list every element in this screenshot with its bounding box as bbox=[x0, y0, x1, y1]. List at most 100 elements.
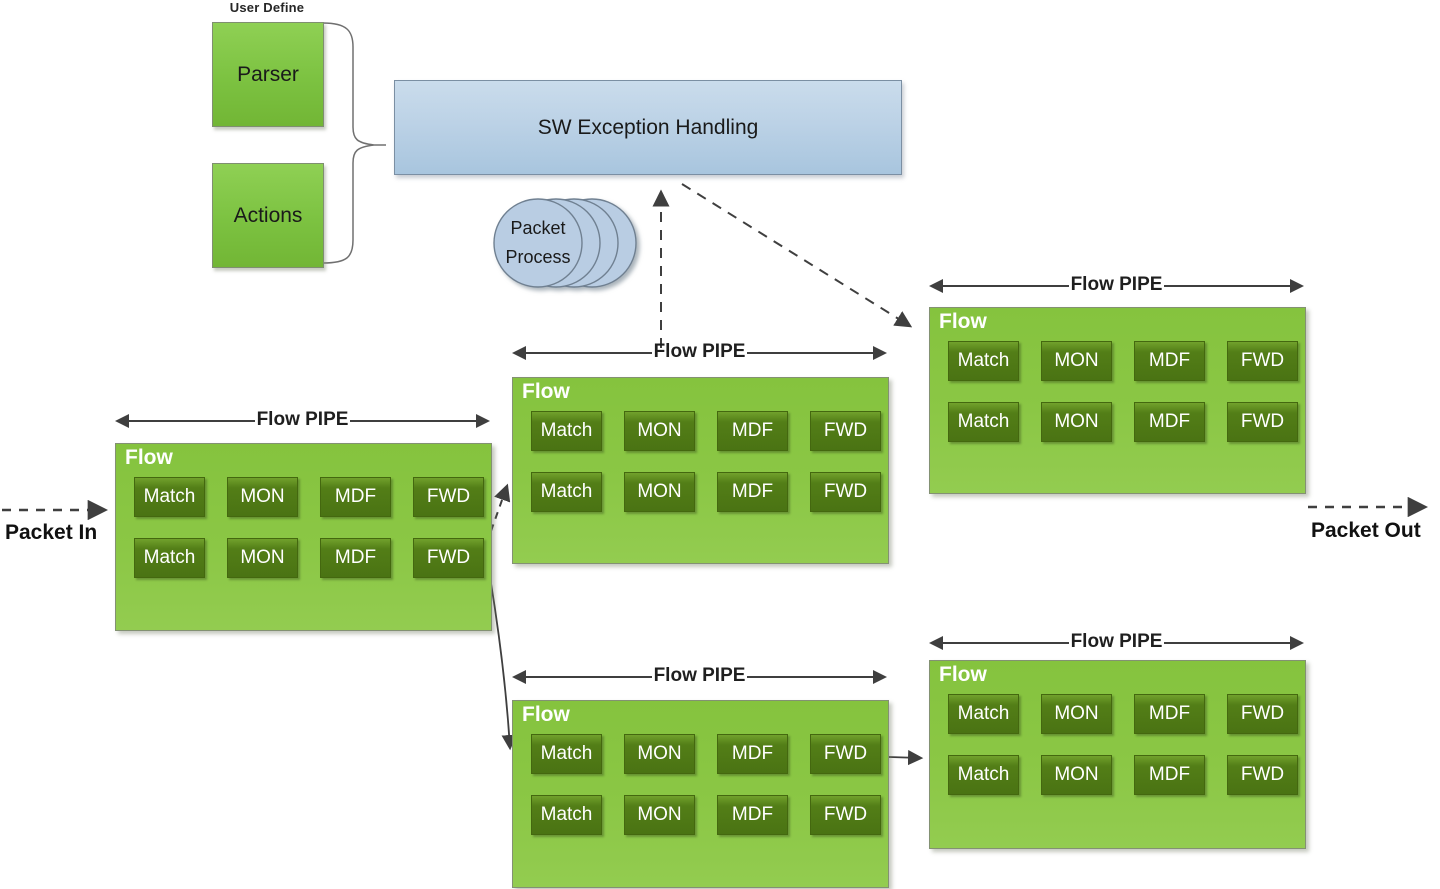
arrowhead-right-icon bbox=[873, 670, 888, 684]
stage-match: Match bbox=[134, 538, 205, 578]
stage-match: Match bbox=[531, 411, 602, 451]
packet-in-label: Packet In bbox=[5, 521, 98, 544]
stage-mdf: MDF bbox=[1134, 402, 1205, 442]
stage-mdf: MDF bbox=[320, 538, 391, 578]
header-line bbox=[129, 420, 255, 422]
stage-fwd: FWD bbox=[810, 795, 881, 835]
flow-pipe-header-mid-bottom: Flow PIPE bbox=[512, 665, 888, 688]
flow-label: Flow bbox=[939, 663, 987, 686]
stage-mdf: MDF bbox=[717, 734, 788, 774]
flow-label: Flow bbox=[939, 310, 987, 333]
arrowhead-left-icon bbox=[512, 670, 526, 684]
stage-row: Match MON MDF FWD bbox=[134, 538, 484, 578]
packet-process-line1: Packet bbox=[510, 218, 566, 238]
stage-mon: MON bbox=[624, 472, 695, 512]
stage-mon: MON bbox=[624, 411, 695, 451]
stage-match: Match bbox=[948, 694, 1019, 734]
stage-fwd: FWD bbox=[413, 538, 484, 578]
stage-row: Match MON MDF FWD bbox=[948, 694, 1298, 734]
header-line bbox=[943, 642, 1069, 644]
header-line bbox=[526, 676, 652, 678]
stage-mdf: MDF bbox=[717, 411, 788, 451]
arrowhead-left-icon bbox=[929, 279, 943, 293]
stage-match: Match bbox=[531, 472, 602, 512]
flow-pipe-header-right-bottom: Flow PIPE bbox=[929, 631, 1305, 654]
brace bbox=[322, 22, 386, 264]
flow-pipe-box-right-top: Flow Match MON MDF FWD Match MON MDF FWD bbox=[929, 307, 1306, 494]
actions-label: Actions bbox=[233, 203, 303, 227]
header-line bbox=[1164, 642, 1291, 644]
packet-process-stack bbox=[493, 198, 637, 288]
stage-mon: MON bbox=[1041, 341, 1112, 381]
header-line bbox=[1164, 285, 1291, 287]
stage-mdf: MDF bbox=[320, 477, 391, 517]
stage-mon: MON bbox=[624, 795, 695, 835]
sw-exception-label: SW Exception Handling bbox=[537, 115, 759, 139]
stage-row: Match MON MDF FWD bbox=[531, 734, 881, 774]
stage-mdf: MDF bbox=[717, 795, 788, 835]
arrow-left-to-midtop-pipe bbox=[490, 483, 511, 532]
actions-box: Actions bbox=[212, 163, 324, 268]
flow-pipe-label: Flow PIPE bbox=[1070, 631, 1163, 652]
flow-pipe-box-mid-top: Flow Match MON MDF FWD Match MON MDF FWD bbox=[512, 377, 889, 564]
stage-match: Match bbox=[948, 755, 1019, 795]
flow-pipe-label: Flow PIPE bbox=[1070, 274, 1163, 295]
arrowhead-right-icon bbox=[1290, 636, 1305, 650]
stage-fwd: FWD bbox=[810, 411, 881, 451]
parser-label: Parser bbox=[237, 62, 299, 86]
stage-mon: MON bbox=[624, 734, 695, 774]
header-line bbox=[747, 676, 874, 678]
stage-row: Match MON MDF FWD bbox=[531, 411, 881, 451]
header-line bbox=[943, 285, 1069, 287]
stage-mon: MON bbox=[227, 538, 298, 578]
flow-pipe-box-mid-bottom: Flow Match MON MDF FWD Match MON MDF FWD bbox=[512, 700, 889, 888]
stage-row: Match MON MDF FWD bbox=[531, 472, 881, 512]
stage-row: Match MON MDF FWD bbox=[948, 755, 1298, 795]
packet-process-circle bbox=[493, 198, 583, 288]
stage-fwd: FWD bbox=[1227, 402, 1298, 442]
arrowhead-right-icon bbox=[873, 346, 888, 360]
flow-pipe-header-left: Flow PIPE bbox=[115, 409, 491, 432]
stage-match: Match bbox=[134, 477, 205, 517]
stage-mdf: MDF bbox=[1134, 755, 1205, 795]
sw-exception-box: SW Exception Handling bbox=[394, 80, 902, 175]
parser-box: Parser bbox=[212, 22, 324, 127]
header-line bbox=[747, 352, 874, 354]
stage-match: Match bbox=[531, 734, 602, 774]
stage-fwd: FWD bbox=[413, 477, 484, 517]
arrow-midbottom-to-rightbottom-pipe bbox=[887, 749, 924, 766]
stage-match: Match bbox=[948, 341, 1019, 381]
flow-label: Flow bbox=[125, 446, 173, 469]
stage-fwd: FWD bbox=[1227, 694, 1298, 734]
arrowhead-left-icon bbox=[512, 346, 526, 360]
packet-process-label: Packet Process bbox=[486, 214, 590, 272]
header-line bbox=[526, 352, 652, 354]
stage-row: Match MON MDF FWD bbox=[948, 341, 1298, 381]
packet-out-label: Packet Out bbox=[1311, 519, 1421, 542]
arrowhead-right-icon bbox=[476, 414, 491, 428]
arrow-exception-to-right-pipe bbox=[681, 183, 913, 328]
user-define-label: User Define bbox=[229, 0, 305, 15]
stage-mdf: MDF bbox=[1134, 694, 1205, 734]
arrowhead-right-icon bbox=[1290, 279, 1305, 293]
stage-mon: MON bbox=[1041, 402, 1112, 442]
arrow-left-to-midbottom-pipe bbox=[489, 576, 517, 751]
arrowhead-left-icon bbox=[929, 636, 943, 650]
stage-row: Match MON MDF FWD bbox=[948, 402, 1298, 442]
stage-mon: MON bbox=[1041, 694, 1112, 734]
flow-label: Flow bbox=[522, 703, 570, 726]
stage-fwd: FWD bbox=[1227, 755, 1298, 795]
stage-mdf: MDF bbox=[1134, 341, 1205, 381]
stage-row: Match MON MDF FWD bbox=[531, 795, 881, 835]
stage-fwd: FWD bbox=[810, 472, 881, 512]
flow-pipe-header-right-top: Flow PIPE bbox=[929, 274, 1305, 297]
stage-match: Match bbox=[531, 795, 602, 835]
stage-match: Match bbox=[948, 402, 1019, 442]
flow-pipe-label: Flow PIPE bbox=[653, 341, 746, 362]
flow-pipe-box-right-bottom: Flow Match MON MDF FWD Match MON MDF FWD bbox=[929, 660, 1306, 849]
flow-label: Flow bbox=[522, 380, 570, 403]
flow-pipe-header-mid-top: Flow PIPE bbox=[512, 341, 888, 364]
header-line bbox=[350, 420, 477, 422]
